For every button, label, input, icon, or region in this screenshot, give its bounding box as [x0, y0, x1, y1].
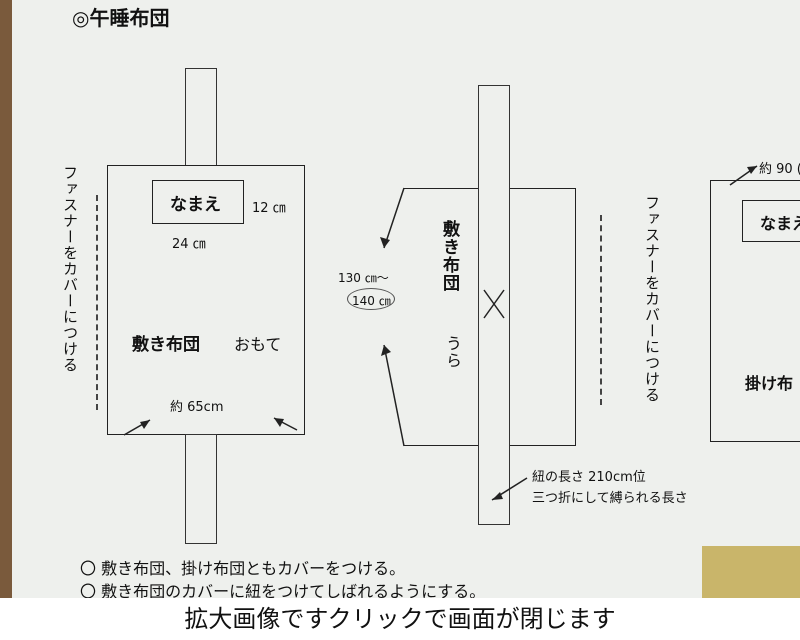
top-strap [185, 68, 217, 168]
back-futon-label: 敷き布団 [439, 220, 459, 292]
photo[interactable]: ◎午睡布団 なまえ 12 ㎝ 24 ㎝ 敷き布団 おもて 約 65cm ファスナ… [0, 0, 800, 598]
kake-futon-outline [710, 180, 800, 442]
right-zipper-note: ファスナーをカバーにつける [643, 195, 661, 403]
green-corner [702, 546, 800, 598]
name-box [152, 180, 244, 224]
arrow-bottom-slant [383, 344, 405, 447]
string-length-label: 紐の長さ 210cm位 [532, 470, 646, 485]
arrow-top-slant [383, 187, 405, 249]
name-width-label: 24 ㎝ [172, 237, 206, 252]
right-zipper-dashed-line [600, 215, 602, 405]
zipper-dashed-line [96, 195, 98, 410]
right-width-note: 約 90 ( [759, 162, 800, 177]
bottom-strap [185, 434, 217, 544]
zipper-note: ファスナーをカバーにつける [61, 165, 79, 373]
cross-line-2 [483, 289, 505, 319]
name-height-label: 12 ㎝ [252, 201, 286, 216]
sheet-title: ◎午睡布団 [72, 6, 170, 30]
length-a-label: 130 ㎝～ [338, 271, 389, 285]
right-name-box [742, 200, 800, 242]
circled-length [347, 288, 395, 310]
note-1: 〇 敷き布団、掛け布団ともカバーをつける。 [80, 559, 406, 578]
width-note: 約 65cm [170, 400, 224, 415]
note-2: 〇 敷き布団のカバーに紐をつけてしばれるようにする。 [80, 582, 486, 598]
string-note-label: 三つ折にして縛られる長さ [532, 491, 688, 506]
instruction-sheet: ◎午睡布団 なまえ 12 ㎝ 24 ㎝ 敷き布団 おもて 約 65cm ファスナ… [12, 0, 800, 598]
futon-label: 敷き布団 [132, 335, 200, 355]
caption-bar[interactable]: 拡大画像ですクリックで画面が閉じます [0, 598, 800, 640]
side-label: おもて [234, 335, 282, 354]
arrows-layer [123, 165, 758, 501]
back-side-label: うら [443, 335, 462, 369]
kake-futon-label: 掛け布 [745, 374, 794, 393]
right-name-box-label: なまえ [760, 214, 800, 233]
name-box-label: なまえ [170, 195, 221, 215]
